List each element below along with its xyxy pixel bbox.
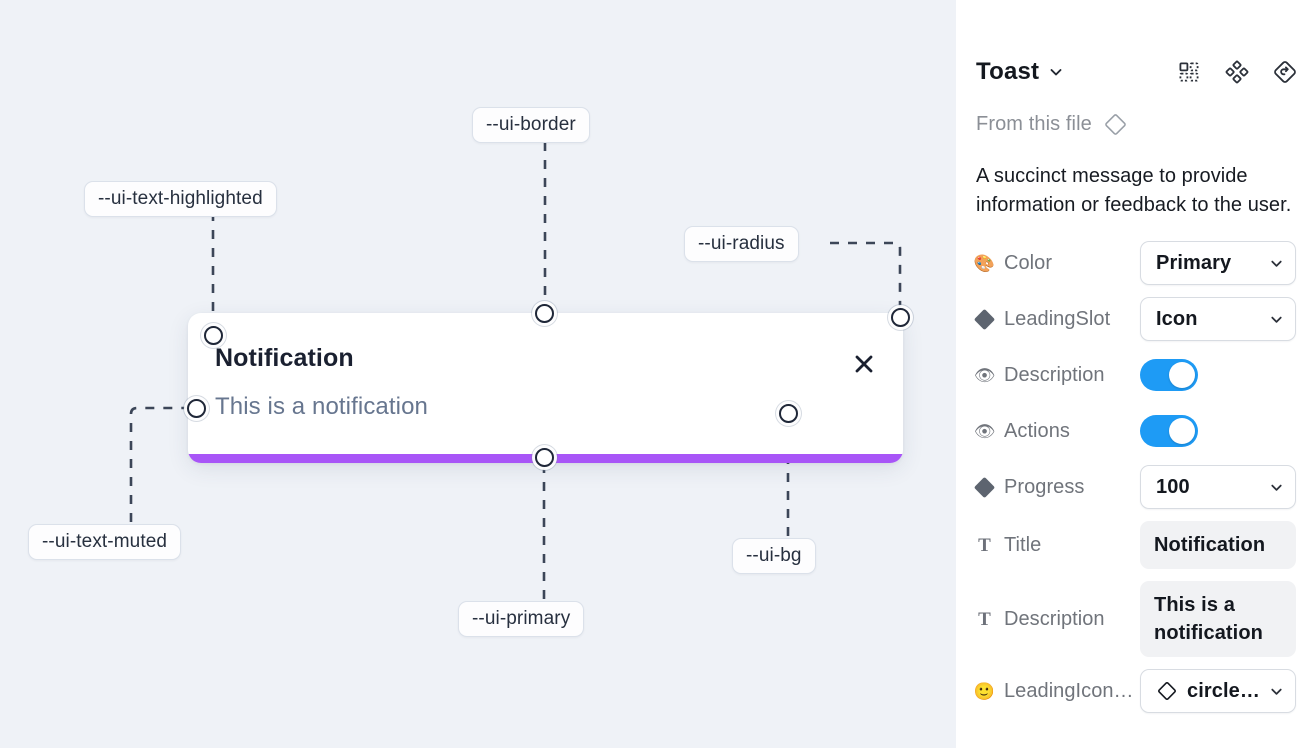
property-name: Actions: [1004, 419, 1070, 442]
property-name: LeadingIcon…: [1004, 679, 1134, 702]
token-handle-ui-text-highlighted[interactable]: [204, 326, 223, 345]
text-t-icon: T: [978, 534, 991, 556]
token-handle-ui-primary[interactable]: [535, 448, 554, 467]
property-label-description-text: T Description: [974, 608, 1140, 631]
chevron-down-icon[interactable]: [1048, 64, 1064, 80]
token-chip-ui-text-muted[interactable]: --ui-text-muted: [28, 524, 182, 560]
toggle-knob: [1169, 362, 1195, 388]
property-name: Description: [1004, 607, 1105, 630]
component-diamond-icon: [1156, 680, 1178, 702]
chevron-down-icon: [1269, 684, 1284, 699]
toast-description: This is a notification: [215, 393, 428, 420]
token-handle-ui-border[interactable]: [535, 304, 554, 323]
palette-icon: 🎨: [974, 253, 996, 273]
property-label-description: 👁 Description: [974, 364, 1140, 387]
token-chip-ui-primary[interactable]: --ui-primary: [458, 601, 585, 637]
toggle-knob: [1169, 418, 1195, 444]
chevron-down-icon: [1269, 312, 1284, 327]
chevron-down-icon: [1269, 480, 1284, 495]
property-row-leadingicon: 🙂 LeadingIcon… circle…: [956, 669, 1312, 713]
leadingslot-select-value: Icon: [1156, 307, 1198, 330]
description-input[interactable]: This is a notification: [1140, 581, 1296, 657]
diamond-icon: [974, 308, 996, 330]
leadingicon-select[interactable]: circle…: [1140, 669, 1296, 713]
property-name: Color: [1004, 251, 1053, 274]
property-label-title: T Title: [974, 534, 1140, 557]
from-this-file-row[interactable]: From this file: [976, 112, 1128, 137]
property-label-leadingslot: LeadingSlot: [974, 308, 1140, 331]
toast-title: Notification: [215, 344, 354, 372]
property-list: 🎨 Color Primary LeadingSlot: [956, 241, 1312, 725]
progress-select[interactable]: 100: [1140, 465, 1296, 509]
token-handle-ui-bg[interactable]: [779, 404, 798, 423]
close-x-icon[interactable]: [849, 349, 879, 379]
property-row-actions-toggle: 👁 Actions: [956, 409, 1312, 453]
property-name: LeadingSlot: [1004, 307, 1111, 330]
property-name: Progress: [1004, 475, 1085, 498]
panel-header-actions: [1176, 48, 1298, 96]
title-input[interactable]: Notification: [1140, 521, 1296, 569]
properties-panel: Toast: [956, 0, 1312, 748]
property-row-color: 🎨 Color Primary: [956, 241, 1312, 285]
token-handle-ui-text-muted[interactable]: [187, 399, 206, 418]
property-row-description-toggle: 👁 Description: [956, 353, 1312, 397]
eye-icon: 👁: [974, 365, 996, 385]
token-handle-ui-radius[interactable]: [891, 308, 910, 327]
property-row-leadingslot: LeadingSlot Icon: [956, 297, 1312, 341]
color-select[interactable]: Primary: [1140, 241, 1296, 285]
property-label-actions: 👁 Actions: [974, 420, 1140, 443]
property-label-color: 🎨 Color: [974, 252, 1140, 275]
panel-title: Toast: [976, 58, 1040, 85]
property-label-leadingicon: 🙂 LeadingIcon…: [974, 680, 1140, 703]
variant-diamond-cluster-icon[interactable]: [1224, 59, 1250, 85]
token-chip-ui-border[interactable]: --ui-border: [472, 107, 590, 143]
diamond-icon: [974, 476, 996, 498]
property-row-description-text: T Description This is a notification: [956, 581, 1312, 657]
token-chip-ui-bg[interactable]: --ui-bg: [732, 538, 816, 574]
component-description: A succinct message to provide informatio…: [976, 165, 1292, 216]
property-row-title: T Title Notification: [956, 521, 1312, 569]
reset-instance-icon[interactable]: [1272, 59, 1298, 85]
chevron-down-icon: [1269, 256, 1284, 271]
component-diamond-icon: [1103, 112, 1128, 137]
token-chip-ui-radius[interactable]: --ui-radius: [684, 226, 799, 262]
smiley-icon: 🙂: [974, 681, 996, 701]
description-toggle[interactable]: [1140, 359, 1198, 391]
leadingslot-select[interactable]: Icon: [1140, 297, 1296, 341]
color-select-value: Primary: [1156, 251, 1232, 274]
property-label-progress: Progress: [974, 476, 1140, 499]
text-t-icon: T: [978, 608, 991, 630]
toast-component-preview[interactable]: Notification This is a notification: [188, 313, 903, 463]
token-chip-ui-text-highlighted[interactable]: --ui-text-highlighted: [84, 181, 277, 217]
eye-icon: 👁: [974, 421, 996, 441]
progress-select-value: 100: [1156, 475, 1190, 498]
property-name: Title: [1004, 533, 1042, 556]
component-grid-icon[interactable]: [1176, 59, 1202, 85]
leadingicon-select-value: circle…: [1187, 679, 1260, 702]
actions-toggle[interactable]: [1140, 415, 1198, 447]
property-name: Description: [1004, 363, 1105, 386]
from-this-file-label: From this file: [976, 113, 1092, 135]
property-row-progress: Progress 100: [956, 465, 1312, 509]
design-canvas[interactable]: Notification This is a notification --ui…: [0, 0, 956, 748]
panel-header: Toast: [956, 48, 1312, 96]
